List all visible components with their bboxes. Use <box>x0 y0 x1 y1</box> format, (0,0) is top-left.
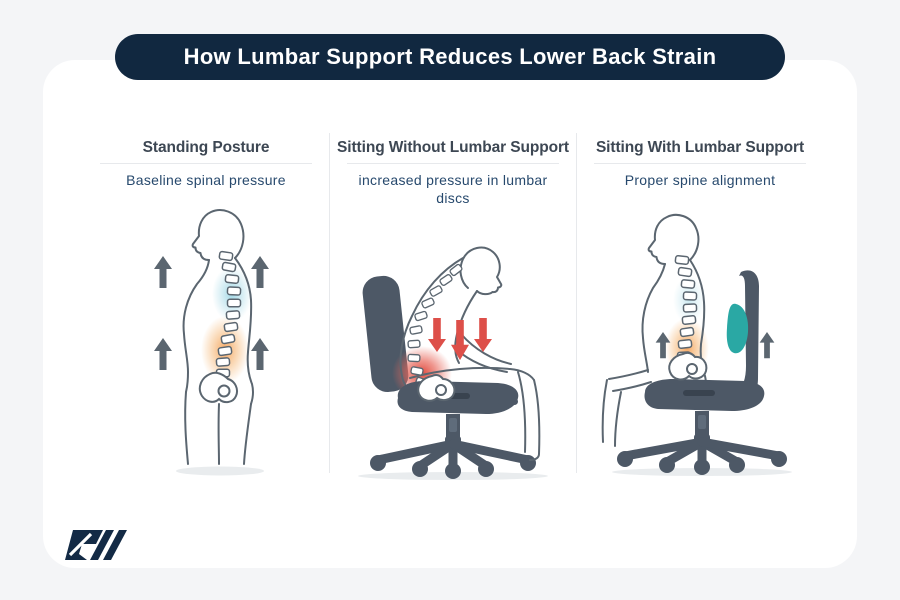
office-chair <box>617 379 787 475</box>
page-title: How Lumbar Support Reduces Lower Back St… <box>183 44 717 69</box>
panel-subtitle: increased pressure in lumbar discs <box>358 172 548 206</box>
up-arrow-icon <box>154 256 172 288</box>
floor-shadow <box>176 466 264 476</box>
panel-subtitle: Proper spine alignment <box>624 172 776 188</box>
chair-casters <box>370 455 536 479</box>
title-underline <box>100 163 312 164</box>
chair-base <box>620 437 784 469</box>
up-arrow-icon <box>759 332 775 359</box>
sitting-with-support-illustration <box>601 213 792 476</box>
pelvis-bone <box>417 374 456 402</box>
chair-casters <box>617 451 787 475</box>
up-arrow-icon <box>154 338 172 370</box>
panel-title: Sitting With Lumbar Support <box>595 139 805 156</box>
content-card: Standing Posture Baseline spinal pressur… <box>43 60 857 568</box>
lumbar-support-cushion <box>726 303 749 354</box>
title-underline <box>594 163 806 164</box>
panel-sitting-with-lumbar-support: Sitting With Lumbar Support Proper spine… <box>576 133 823 476</box>
rw-monogram-icon <box>65 530 127 560</box>
brand-logo <box>62 527 128 563</box>
panel-sitting-without-lumbar-support: Sitting Without Lumbar Support increased… <box>329 133 576 480</box>
body-outline <box>182 209 255 465</box>
standing-posture-illustration <box>154 209 269 476</box>
panel-standing-posture: Standing Posture Baseline spinal pressur… <box>83 133 329 476</box>
pelvis-bone <box>198 371 238 404</box>
chair-lever <box>498 398 518 405</box>
panel-row: Standing Posture Baseline spinal pressur… <box>83 133 823 480</box>
legs-outline <box>517 371 541 461</box>
panel-title: Standing Posture <box>142 139 270 156</box>
up-arrow-icon <box>251 256 269 288</box>
down-arrow-icon <box>474 318 492 352</box>
title-banner: How Lumbar Support Reduces Lower Back St… <box>115 34 785 80</box>
panel-subtitle: Baseline spinal pressure <box>126 172 286 188</box>
sitting-without-support-illustration <box>358 246 548 480</box>
panel-title: Sitting Without Lumbar Support <box>337 139 569 156</box>
up-arrow-icon <box>251 338 269 370</box>
down-arrow-icon <box>428 318 446 352</box>
pelvis-bone <box>668 351 708 381</box>
title-underline <box>347 163 559 164</box>
